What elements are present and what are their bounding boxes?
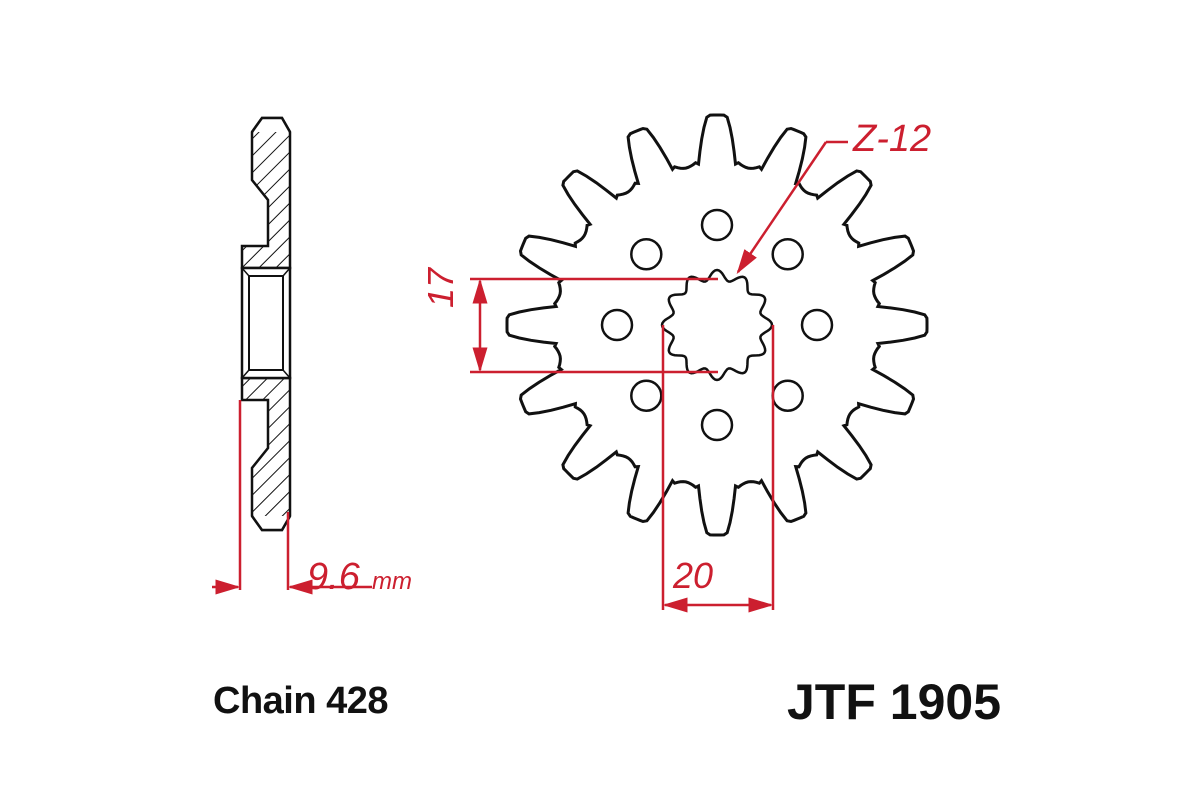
bolt-hole xyxy=(630,379,663,412)
spline-width-dimension xyxy=(661,325,775,613)
sprocket-outline xyxy=(505,113,929,537)
bolt-hole xyxy=(771,379,804,412)
thickness-value: 9.6 xyxy=(307,556,360,598)
chain-size-label: Chain 428 xyxy=(213,680,389,722)
thickness-dimension xyxy=(212,400,372,595)
spline-width-value: 20 xyxy=(673,555,714,596)
thickness-unit: mm xyxy=(372,568,412,595)
bolt-hole xyxy=(700,208,734,242)
bolt-hole xyxy=(771,238,804,271)
bolt-hole xyxy=(600,308,634,342)
side-section-view xyxy=(240,116,292,532)
front-view xyxy=(505,113,929,537)
spline-teeth-leader xyxy=(736,140,848,275)
side-section-lower xyxy=(240,376,292,532)
spline-teeth-label: Z-12 xyxy=(853,118,932,160)
hub-height-dimension xyxy=(470,277,718,374)
part-number-label: JTF 1905 xyxy=(787,674,1002,730)
bolt-hole xyxy=(630,238,663,271)
side-section-upper xyxy=(240,116,292,270)
spline-bore xyxy=(660,268,774,382)
bolt-hole xyxy=(700,408,734,442)
hub-height-value: 17 xyxy=(420,267,461,308)
bolt-holes xyxy=(600,208,834,442)
bolt-hole xyxy=(800,308,834,342)
